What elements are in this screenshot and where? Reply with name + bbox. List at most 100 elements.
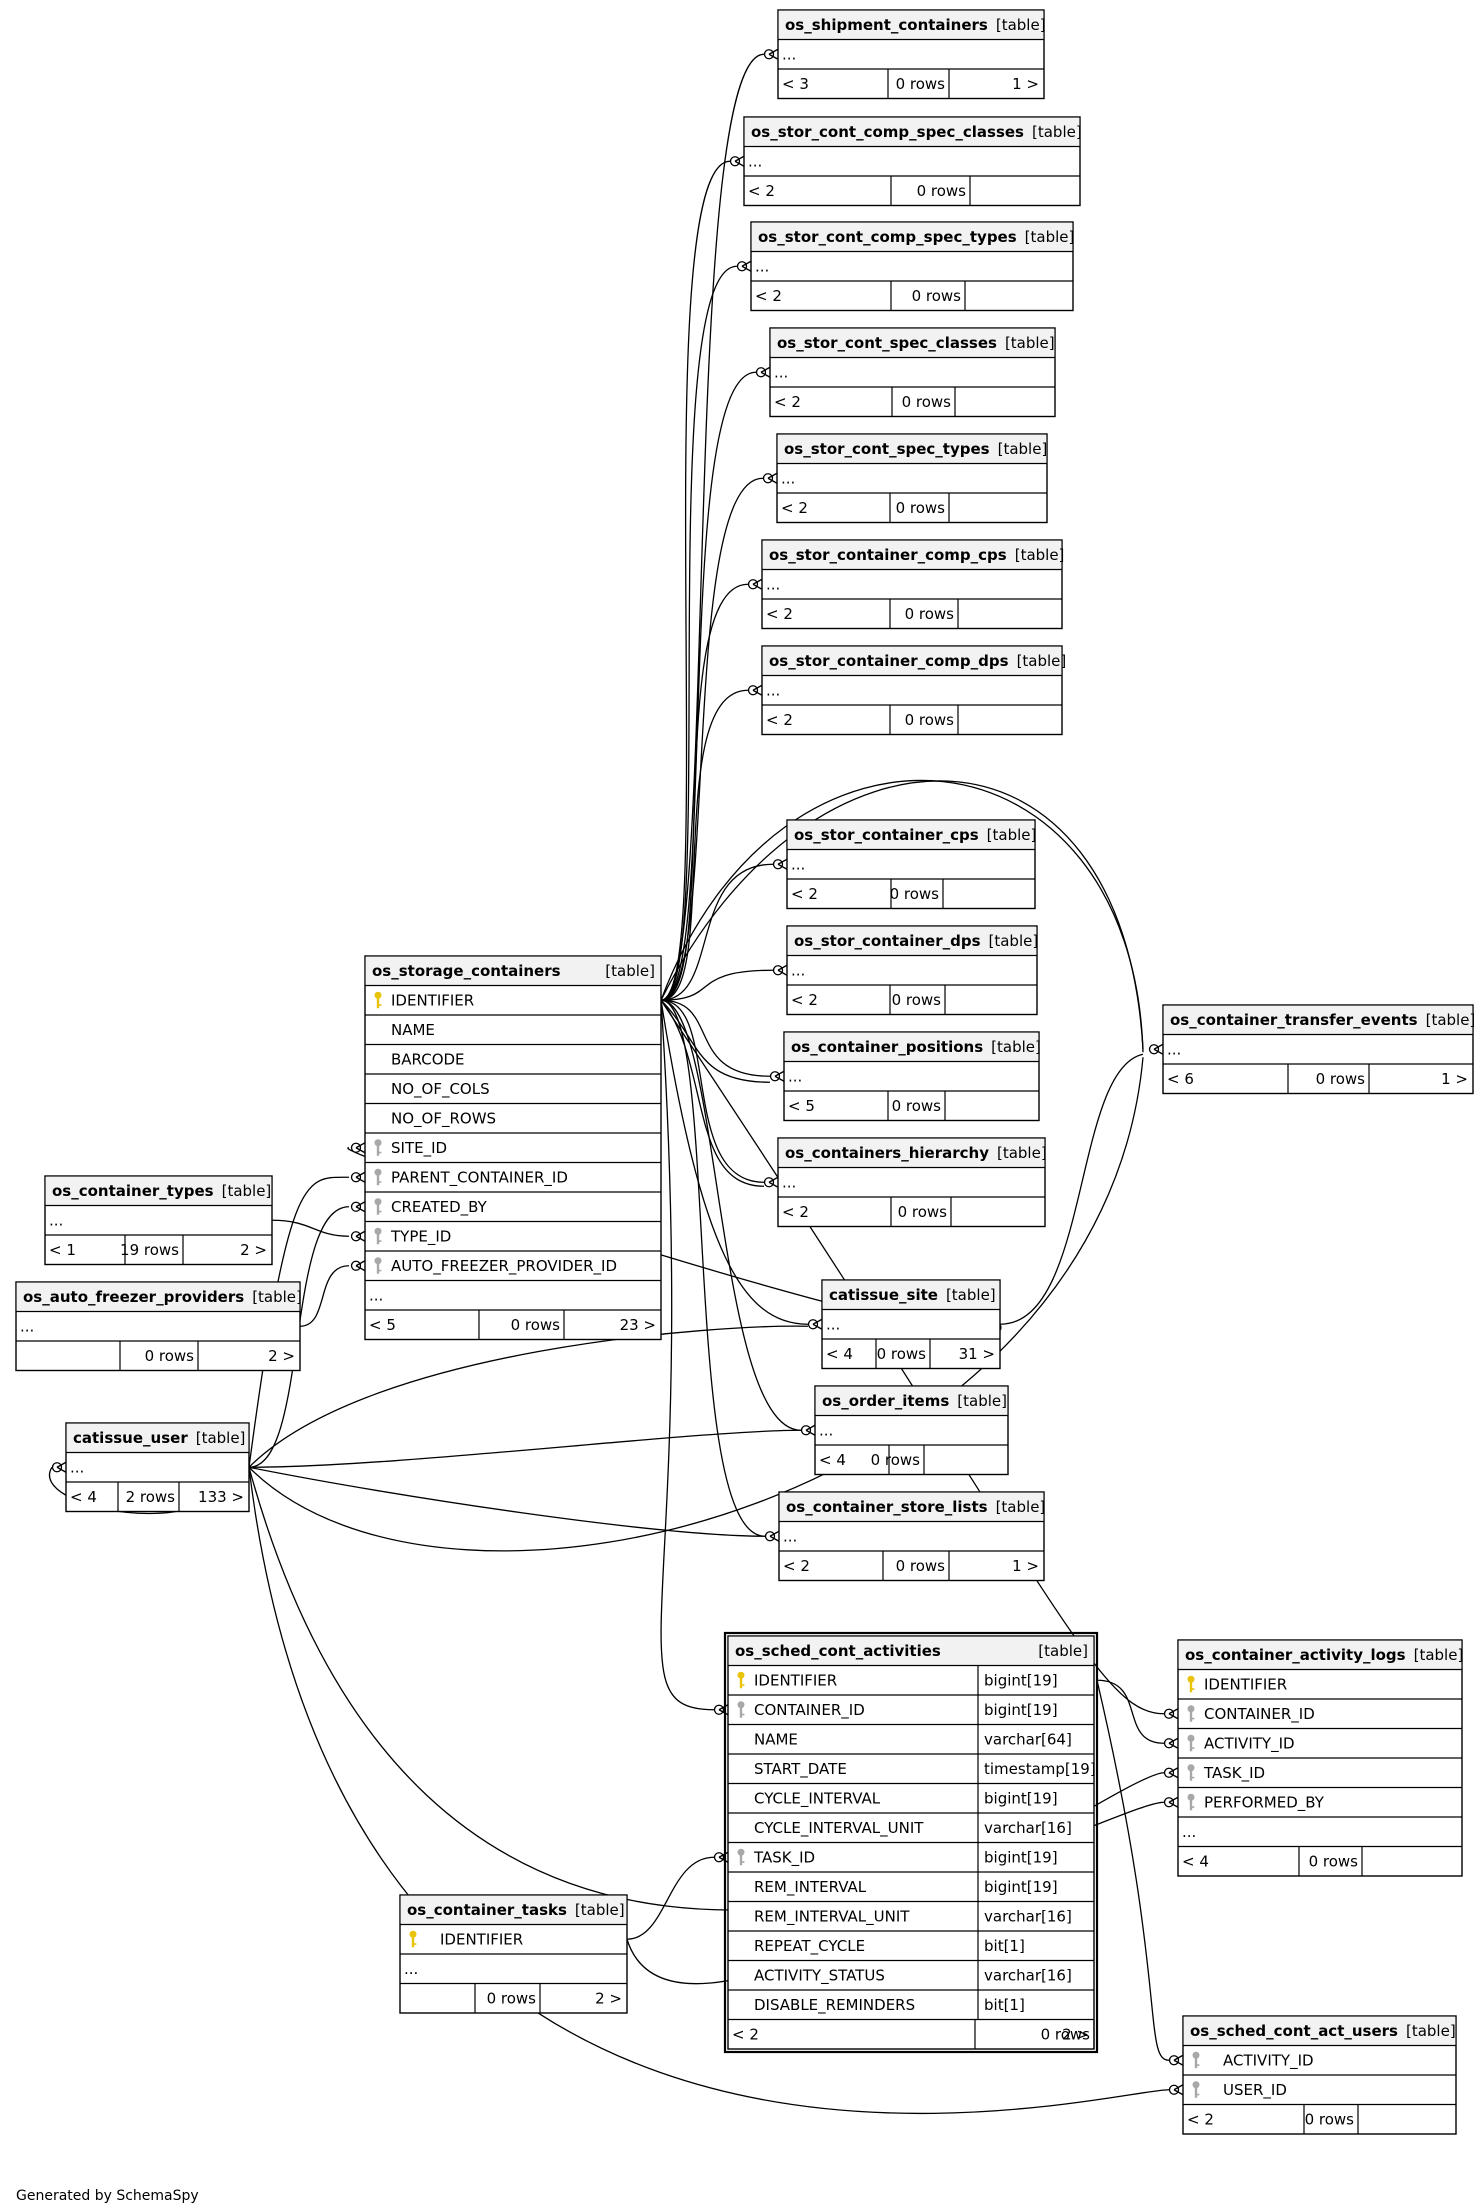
table-os_stor_cont_comp_spec_classes[interactable]: os_stor_cont_comp_spec_classes[table]...… bbox=[743, 116, 1082, 207]
many-marker bbox=[355, 1201, 366, 1213]
table-os_storage_containers[interactable]: os_storage_containers[table]IDENTIFIERNA… bbox=[364, 955, 662, 1341]
column-type: varchar[16] bbox=[984, 1907, 1072, 1925]
row-count: 0 rows bbox=[890, 885, 940, 903]
row-count: 0 rows bbox=[511, 1316, 561, 1334]
table-kind-label: [table] bbox=[989, 932, 1039, 950]
site-link bbox=[660, 1000, 809, 1325]
children-count: 2 > bbox=[268, 1347, 295, 1365]
column-row: PARENT_CONTAINER_ID bbox=[374, 1168, 568, 1187]
more-columns: ... bbox=[782, 45, 796, 63]
table-os_stor_cont_comp_spec_types[interactable]: os_stor_cont_comp_spec_types[table]...< … bbox=[750, 221, 1074, 312]
column-name: ACTIVITY_STATUS bbox=[754, 1966, 885, 1985]
more-columns: ... bbox=[783, 1527, 797, 1545]
more-columns: ... bbox=[20, 1317, 34, 1335]
table-kind-label: [table] bbox=[575, 1901, 625, 1919]
row-count: 0 rows bbox=[912, 287, 962, 305]
storage-container-link bbox=[660, 371, 757, 1001]
table-kind-label: [table] bbox=[1406, 2022, 1456, 2040]
table-os_container_tasks[interactable]: os_container_tasks[table]IDENTIFIER...0 … bbox=[399, 1894, 628, 2014]
more-columns: ... bbox=[766, 575, 780, 593]
parents-count: < 2 bbox=[791, 991, 818, 1009]
parents-count: < 5 bbox=[369, 1316, 396, 1334]
many-marker bbox=[1168, 1708, 1179, 1720]
storage-container-link bbox=[660, 999, 765, 1183]
table-name: os_stor_container_dps bbox=[794, 932, 981, 950]
table-os_sched_cont_activities[interactable]: os_sched_cont_activities[table]IDENTIFIE… bbox=[723, 1631, 1099, 2054]
column-name: PERFORMED_BY bbox=[1204, 1793, 1325, 1812]
generated-by-footer: Generated by SchemaSpy bbox=[16, 2188, 199, 2204]
column-row: IDENTIFIER bbox=[1187, 1675, 1287, 1693]
column-type: bigint[19] bbox=[984, 1701, 1058, 1719]
many-marker bbox=[355, 1230, 366, 1242]
table-os_auto_freezer_providers[interactable]: os_auto_freezer_providers[table]...0 row… bbox=[15, 1281, 302, 1372]
storage-container-link bbox=[660, 999, 802, 1431]
table-name: os_container_store_lists bbox=[786, 1498, 988, 1516]
row-count: 0 rows bbox=[905, 605, 955, 623]
table-name: os_order_items bbox=[822, 1392, 949, 1410]
children-count: 1 > bbox=[1012, 75, 1039, 93]
more-columns: ... bbox=[1167, 1040, 1181, 1058]
table-kind-label: [table] bbox=[996, 1498, 1046, 1516]
column-type: bigint[19] bbox=[984, 1878, 1058, 1896]
column-row: IDENTIFIER bbox=[409, 1930, 523, 1948]
table-os_container_activity_logs[interactable]: os_container_activity_logs[table]IDENTIF… bbox=[1177, 1639, 1463, 1877]
more-columns: ... bbox=[70, 1458, 84, 1476]
column-name: START_DATE bbox=[754, 1760, 847, 1779]
column-name: CYCLE_INTERVAL_UNIT bbox=[754, 1819, 924, 1838]
many-marker bbox=[1168, 1737, 1179, 1749]
table-os_container_transfer_events[interactable]: os_container_transfer_events[table]...< … bbox=[1162, 1004, 1476, 1095]
column-row: TASK_ID bbox=[1187, 1764, 1265, 1783]
table-os_sched_cont_act_users[interactable]: os_sched_cont_act_users[table]ACTIVITY_I… bbox=[1182, 2015, 1457, 2135]
many-marker bbox=[805, 1424, 816, 1436]
parents-count: < 2 bbox=[766, 605, 793, 623]
many-marker bbox=[769, 1530, 780, 1542]
many-marker bbox=[1173, 2084, 1184, 2096]
table-name: os_stor_cont_spec_types bbox=[784, 440, 990, 458]
many-marker bbox=[752, 684, 763, 696]
foreign-key-icon bbox=[1192, 2081, 1200, 2098]
table-name: os_sched_cont_act_users bbox=[1190, 2022, 1398, 2040]
column-name: NO_OF_ROWS bbox=[391, 1109, 496, 1128]
many-marker bbox=[718, 1704, 729, 1716]
site-transfer-link bbox=[999, 1053, 1144, 1325]
row-count: 0 rows bbox=[1305, 2110, 1355, 2128]
many-marker bbox=[355, 1142, 366, 1154]
row-count: 0 rows bbox=[898, 1203, 948, 1221]
column-type: bigint[19] bbox=[984, 1671, 1058, 1689]
foreign-key-icon bbox=[374, 1168, 382, 1186]
column-name: TASK_ID bbox=[1203, 1764, 1265, 1783]
table-kind-label: [table] bbox=[1017, 652, 1067, 670]
table-kind-label: [table] bbox=[222, 1182, 272, 1200]
foreign-key-icon bbox=[737, 1701, 745, 1718]
column-type: bit[1] bbox=[984, 1937, 1025, 1955]
transfer-event-link bbox=[660, 779, 1144, 1053]
table-kind-label: [table] bbox=[1426, 1011, 1476, 1029]
row-count: 19 rows bbox=[120, 1241, 179, 1259]
more-columns: ... bbox=[748, 152, 762, 170]
parents-count: < 2 bbox=[1187, 2110, 1214, 2128]
user-link bbox=[248, 1466, 766, 1537]
table-kind-label: [table] bbox=[957, 1392, 1007, 1410]
more-columns: ... bbox=[826, 1315, 840, 1333]
primary-key-icon bbox=[1187, 1675, 1195, 1693]
row-count: 0 rows bbox=[905, 711, 955, 729]
table-name: os_containers_hierarchy bbox=[785, 1144, 989, 1162]
more-columns: ... bbox=[774, 363, 788, 381]
act-user-activity-link bbox=[1096, 1680, 1170, 2061]
